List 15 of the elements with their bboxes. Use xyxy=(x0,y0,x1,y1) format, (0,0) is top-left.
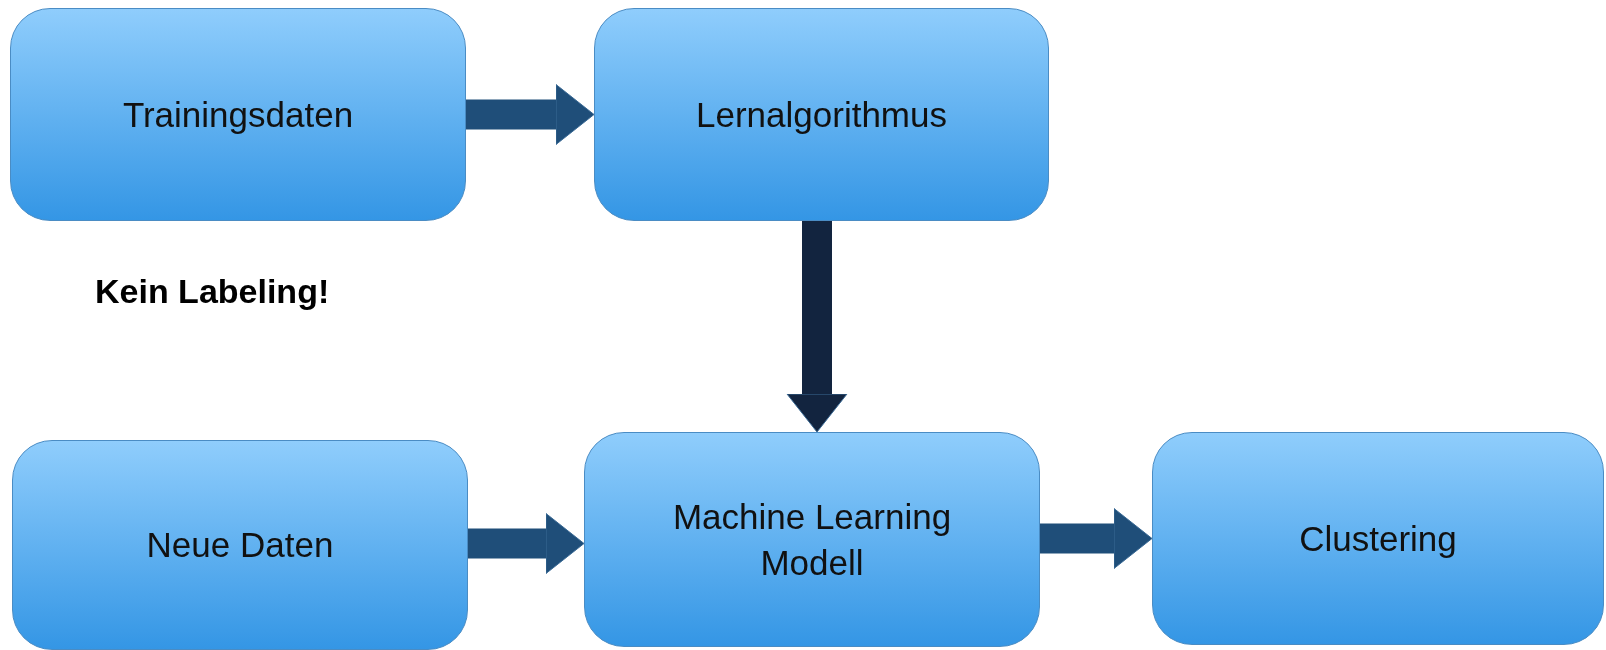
block-arrow xyxy=(1040,508,1153,569)
box-label: Clustering xyxy=(1299,517,1457,560)
box-label: Lernalgorithmus xyxy=(696,93,947,136)
process-box xyxy=(10,8,466,221)
process-box xyxy=(12,440,468,650)
block-arrow xyxy=(786,221,848,433)
block-arrow xyxy=(466,84,595,145)
note-text: Kein Labeling! xyxy=(95,272,330,311)
process-box xyxy=(594,8,1049,221)
process-box xyxy=(584,432,1040,647)
box-label: Neue Daten xyxy=(146,524,334,567)
box-label: Machine Learning Modell xyxy=(671,496,953,584)
process-box xyxy=(1152,432,1604,645)
block-arrow xyxy=(468,513,585,574)
box-label: Trainingsdaten xyxy=(122,93,354,136)
